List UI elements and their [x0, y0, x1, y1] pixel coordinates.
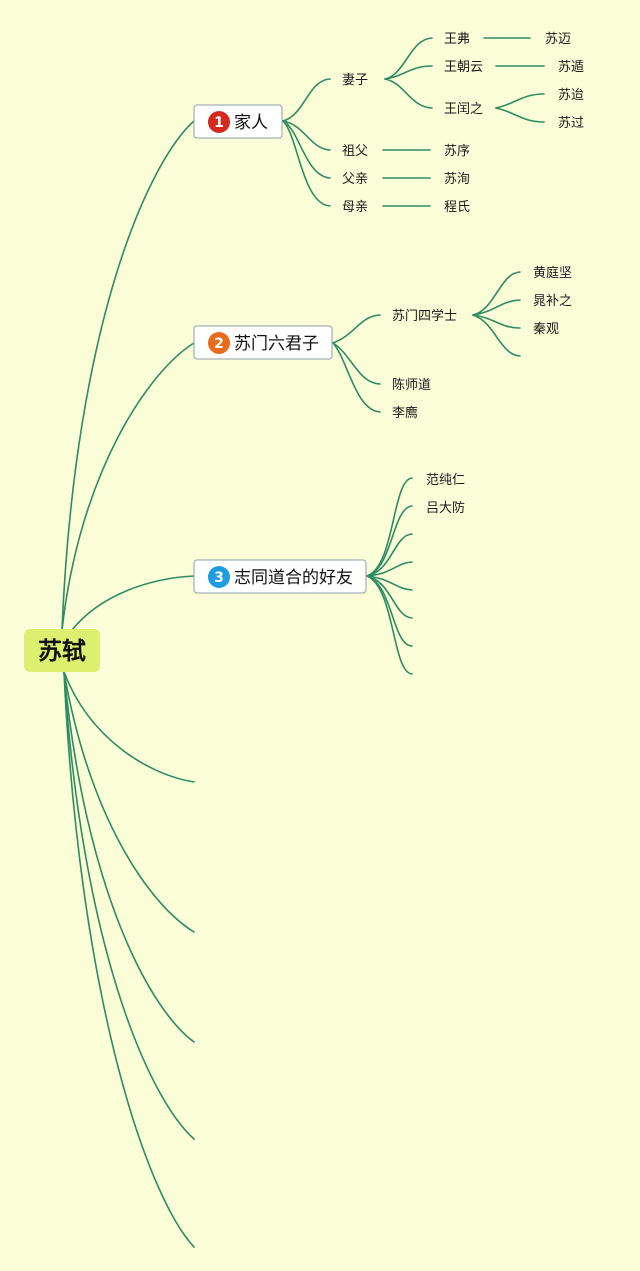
edge-students-li: [332, 342, 381, 413]
edge-students-four: [332, 314, 381, 344]
friends-leaves: 范纯仁 吕大防: [426, 473, 465, 516]
edge-wangrunzhi-suguo: [495, 107, 545, 123]
edge-four-chao: [472, 299, 521, 316]
edge-wife-wangzhaoyun: [384, 65, 433, 80]
edge-wangrunzhi-sudai: [495, 93, 545, 109]
edge-wife-wangfu: [384, 37, 433, 80]
branch-friends-box: [193, 559, 367, 594]
edge-family-wife: [282, 78, 331, 122]
leaf-father[interactable]: 父亲: [342, 172, 368, 187]
edge-root-family: [61, 120, 195, 631]
edge-family-mother: [282, 120, 331, 207]
edge-friends-8: [366, 575, 413, 675]
students-leaves: 苏门四学士 黄庭坚 晁补之 秦观 陈师道 李廌: [392, 265, 572, 421]
edge-four-huang: [472, 271, 521, 316]
leaf-huangtingjian[interactable]: 黄庭坚: [533, 265, 572, 281]
edge-friends-1: [366, 477, 413, 577]
leaf-suxu[interactable]: 苏序: [444, 143, 470, 159]
branch-family[interactable]: 1 家人: [193, 104, 283, 139]
edge-family-grandfather: [282, 120, 331, 151]
leaf-wangzhaoyun[interactable]: 王朝云: [444, 60, 483, 75]
leaf-suxun[interactable]: 苏洵: [444, 171, 470, 187]
edge-students-chen: [332, 342, 381, 385]
leaf-suguo[interactable]: 苏过: [558, 115, 584, 131]
edge-root-branch-6: [63, 671, 195, 1043]
edge-family-father: [282, 120, 331, 179]
family-edges: [282, 37, 545, 207]
edge-root-friends: [71, 575, 195, 631]
leaf-fanchunren[interactable]: 范纯仁: [426, 473, 465, 488]
branch-friends-label: 志同道合的好友: [234, 568, 353, 588]
leaf-lizhi[interactable]: 李廌: [392, 405, 418, 421]
edge-friends-6: [366, 575, 413, 619]
leaf-mother[interactable]: 母亲: [342, 200, 368, 215]
edge-friends-7: [366, 575, 413, 647]
leaf-chenshidao[interactable]: 陈师道: [392, 377, 431, 393]
root-box: [24, 629, 100, 672]
edge-root-branch-4: [63, 671, 195, 783]
leaf-sumai[interactable]: 苏迈: [545, 31, 571, 47]
branch-students[interactable]: 2 苏门六君子: [193, 325, 333, 360]
edge-root-branch-5: [63, 671, 195, 933]
branch-friends[interactable]: 3 志同道合的好友: [193, 559, 367, 594]
leaf-wife[interactable]: 妻子: [342, 73, 368, 88]
edge-root-branch-7: [63, 671, 195, 1140]
root-label: 苏轼: [38, 637, 86, 665]
edge-root-branch-8: [63, 671, 195, 1248]
leaf-wangfu[interactable]: 王弗: [444, 32, 470, 47]
edge-friends-5: [366, 575, 413, 591]
leaf-chengshi[interactable]: 程氏: [444, 200, 470, 215]
friends-edges: [366, 477, 413, 675]
leaf-wangrunzhi[interactable]: 王闰之: [444, 102, 483, 117]
edge-friends-4: [366, 561, 413, 577]
badge-students-number: 2: [214, 336, 224, 352]
students-edges: [332, 271, 521, 413]
leaf-sudai[interactable]: 苏迨: [558, 87, 584, 103]
edge-four-empty: [472, 314, 521, 357]
leaf-chaobuzhi[interactable]: 晁补之: [533, 294, 572, 309]
leaf-sudun[interactable]: 苏遁: [558, 59, 584, 75]
branch-students-label: 苏门六君子: [234, 334, 319, 354]
leaf-grandfather[interactable]: 祖父: [342, 144, 368, 159]
edge-friends-2: [366, 505, 413, 577]
badge-friends: [208, 566, 230, 588]
badge-friends-number: 3: [214, 570, 224, 586]
family-leaves: 妻子 王弗 王朝云 王闰之 苏迈 苏遁 苏迨 苏过 祖父 苏序 父亲 苏洵 母亲…: [342, 31, 584, 215]
badge-family-number: 1: [214, 115, 224, 131]
edge-four-qin: [472, 314, 521, 329]
branch-family-label: 家人: [234, 113, 268, 133]
leaf-four-scholars[interactable]: 苏门四学士: [392, 308, 457, 324]
root-edges: [61, 120, 195, 1248]
leaf-qinguan[interactable]: 秦观: [533, 322, 559, 337]
edge-root-students: [61, 342, 195, 631]
badge-family: [208, 111, 230, 133]
edge-friends-3: [366, 533, 413, 577]
badge-students: [208, 332, 230, 354]
branch-students-box: [193, 325, 333, 360]
leaf-lvdafang[interactable]: 吕大防: [426, 500, 465, 516]
edge-wife-wangrunzhi: [384, 78, 433, 109]
root-node[interactable]: 苏轼: [24, 629, 100, 672]
